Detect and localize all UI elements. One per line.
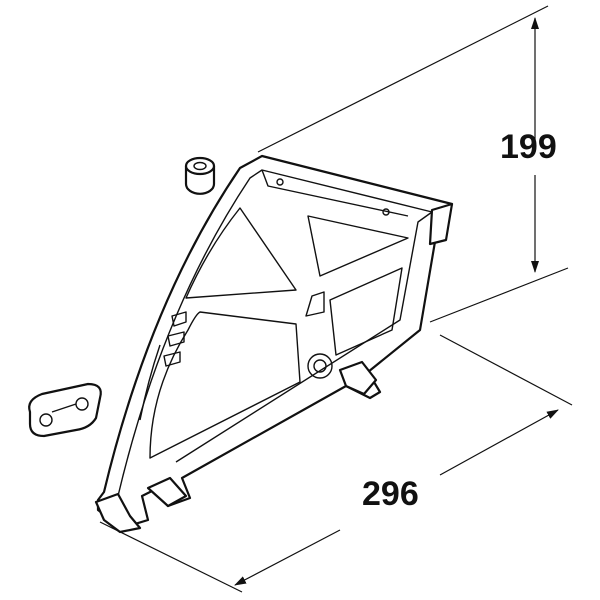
mounting-hole bbox=[307, 353, 333, 379]
cutout-right bbox=[329, 267, 403, 356]
clip-connector bbox=[28, 382, 102, 438]
fan-bracket bbox=[94, 154, 454, 534]
cutout-upper-left bbox=[185, 207, 297, 299]
width-dimension-label: 296 bbox=[362, 475, 419, 513]
width-arrow-left bbox=[234, 529, 341, 586]
dimension-lines bbox=[99, 5, 573, 593]
cutout-upper-right bbox=[307, 215, 409, 277]
spacer-cylinder bbox=[184, 156, 216, 195]
width-arrow-right bbox=[439, 409, 559, 476]
height-dimension-label: 199 bbox=[500, 128, 557, 166]
